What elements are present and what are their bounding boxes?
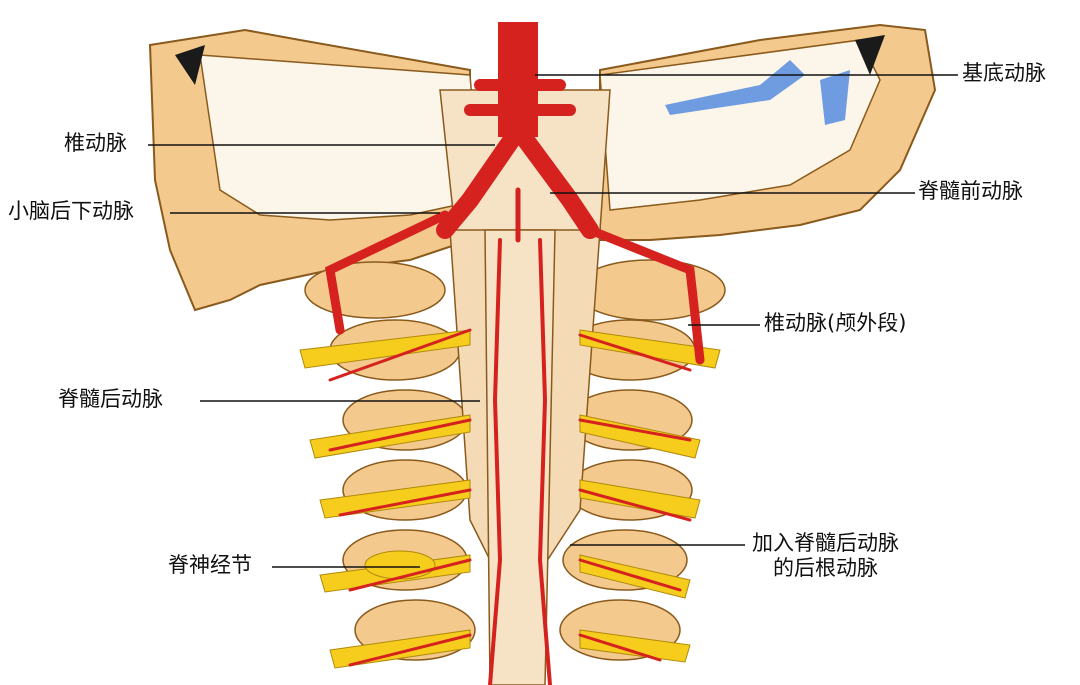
posterior-spinal-right — [537, 238, 552, 685]
vertebral-artery-left — [436, 126, 524, 239]
vertebrae-left — [304, 261, 476, 661]
label-spinal-ganglion: 脊神经节 — [168, 553, 252, 577]
label-posterior-spinal-artery: 脊髓后动脉 — [58, 387, 163, 411]
brain-surface — [199, 54, 481, 221]
label-basilar-artery: 基底动脉 — [962, 61, 1046, 85]
vein-2 — [820, 70, 850, 125]
leader-lines — [148, 74, 958, 568]
spinal-cord — [484, 229, 556, 685]
label-vertebral-artery-extracranial: 椎动脉(颅外段) — [764, 311, 907, 335]
occipital-bone — [148, 23, 937, 312]
label-vertebral-artery: 椎动脉 — [64, 131, 127, 155]
label-radicular-line2: 的后根动脉 — [773, 556, 878, 581]
label-anterior-spinal-artery: 脊髓前动脉 — [918, 179, 1023, 203]
label-pica: 小脑后下动脉 — [8, 199, 134, 223]
sinus-right — [855, 35, 885, 75]
label-radicular-line1: 加入脊髓后动脉 — [752, 531, 899, 555]
sinus-left — [175, 45, 205, 85]
vertebral-extracranial-shape — [585, 225, 705, 365]
spinal-ganglion-shape — [364, 550, 436, 580]
pica-shape — [325, 210, 450, 335]
vein — [665, 60, 805, 115]
arteries — [325, 22, 705, 685]
superior-branches — [464, 79, 576, 116]
radicular-arteries — [328, 328, 692, 667]
posterior-spinal-left — [488, 238, 503, 685]
vertebral-artery-right — [513, 126, 599, 239]
label-radicular-artery: 加入脊髓后动脉 的后根动脉 — [752, 531, 899, 581]
